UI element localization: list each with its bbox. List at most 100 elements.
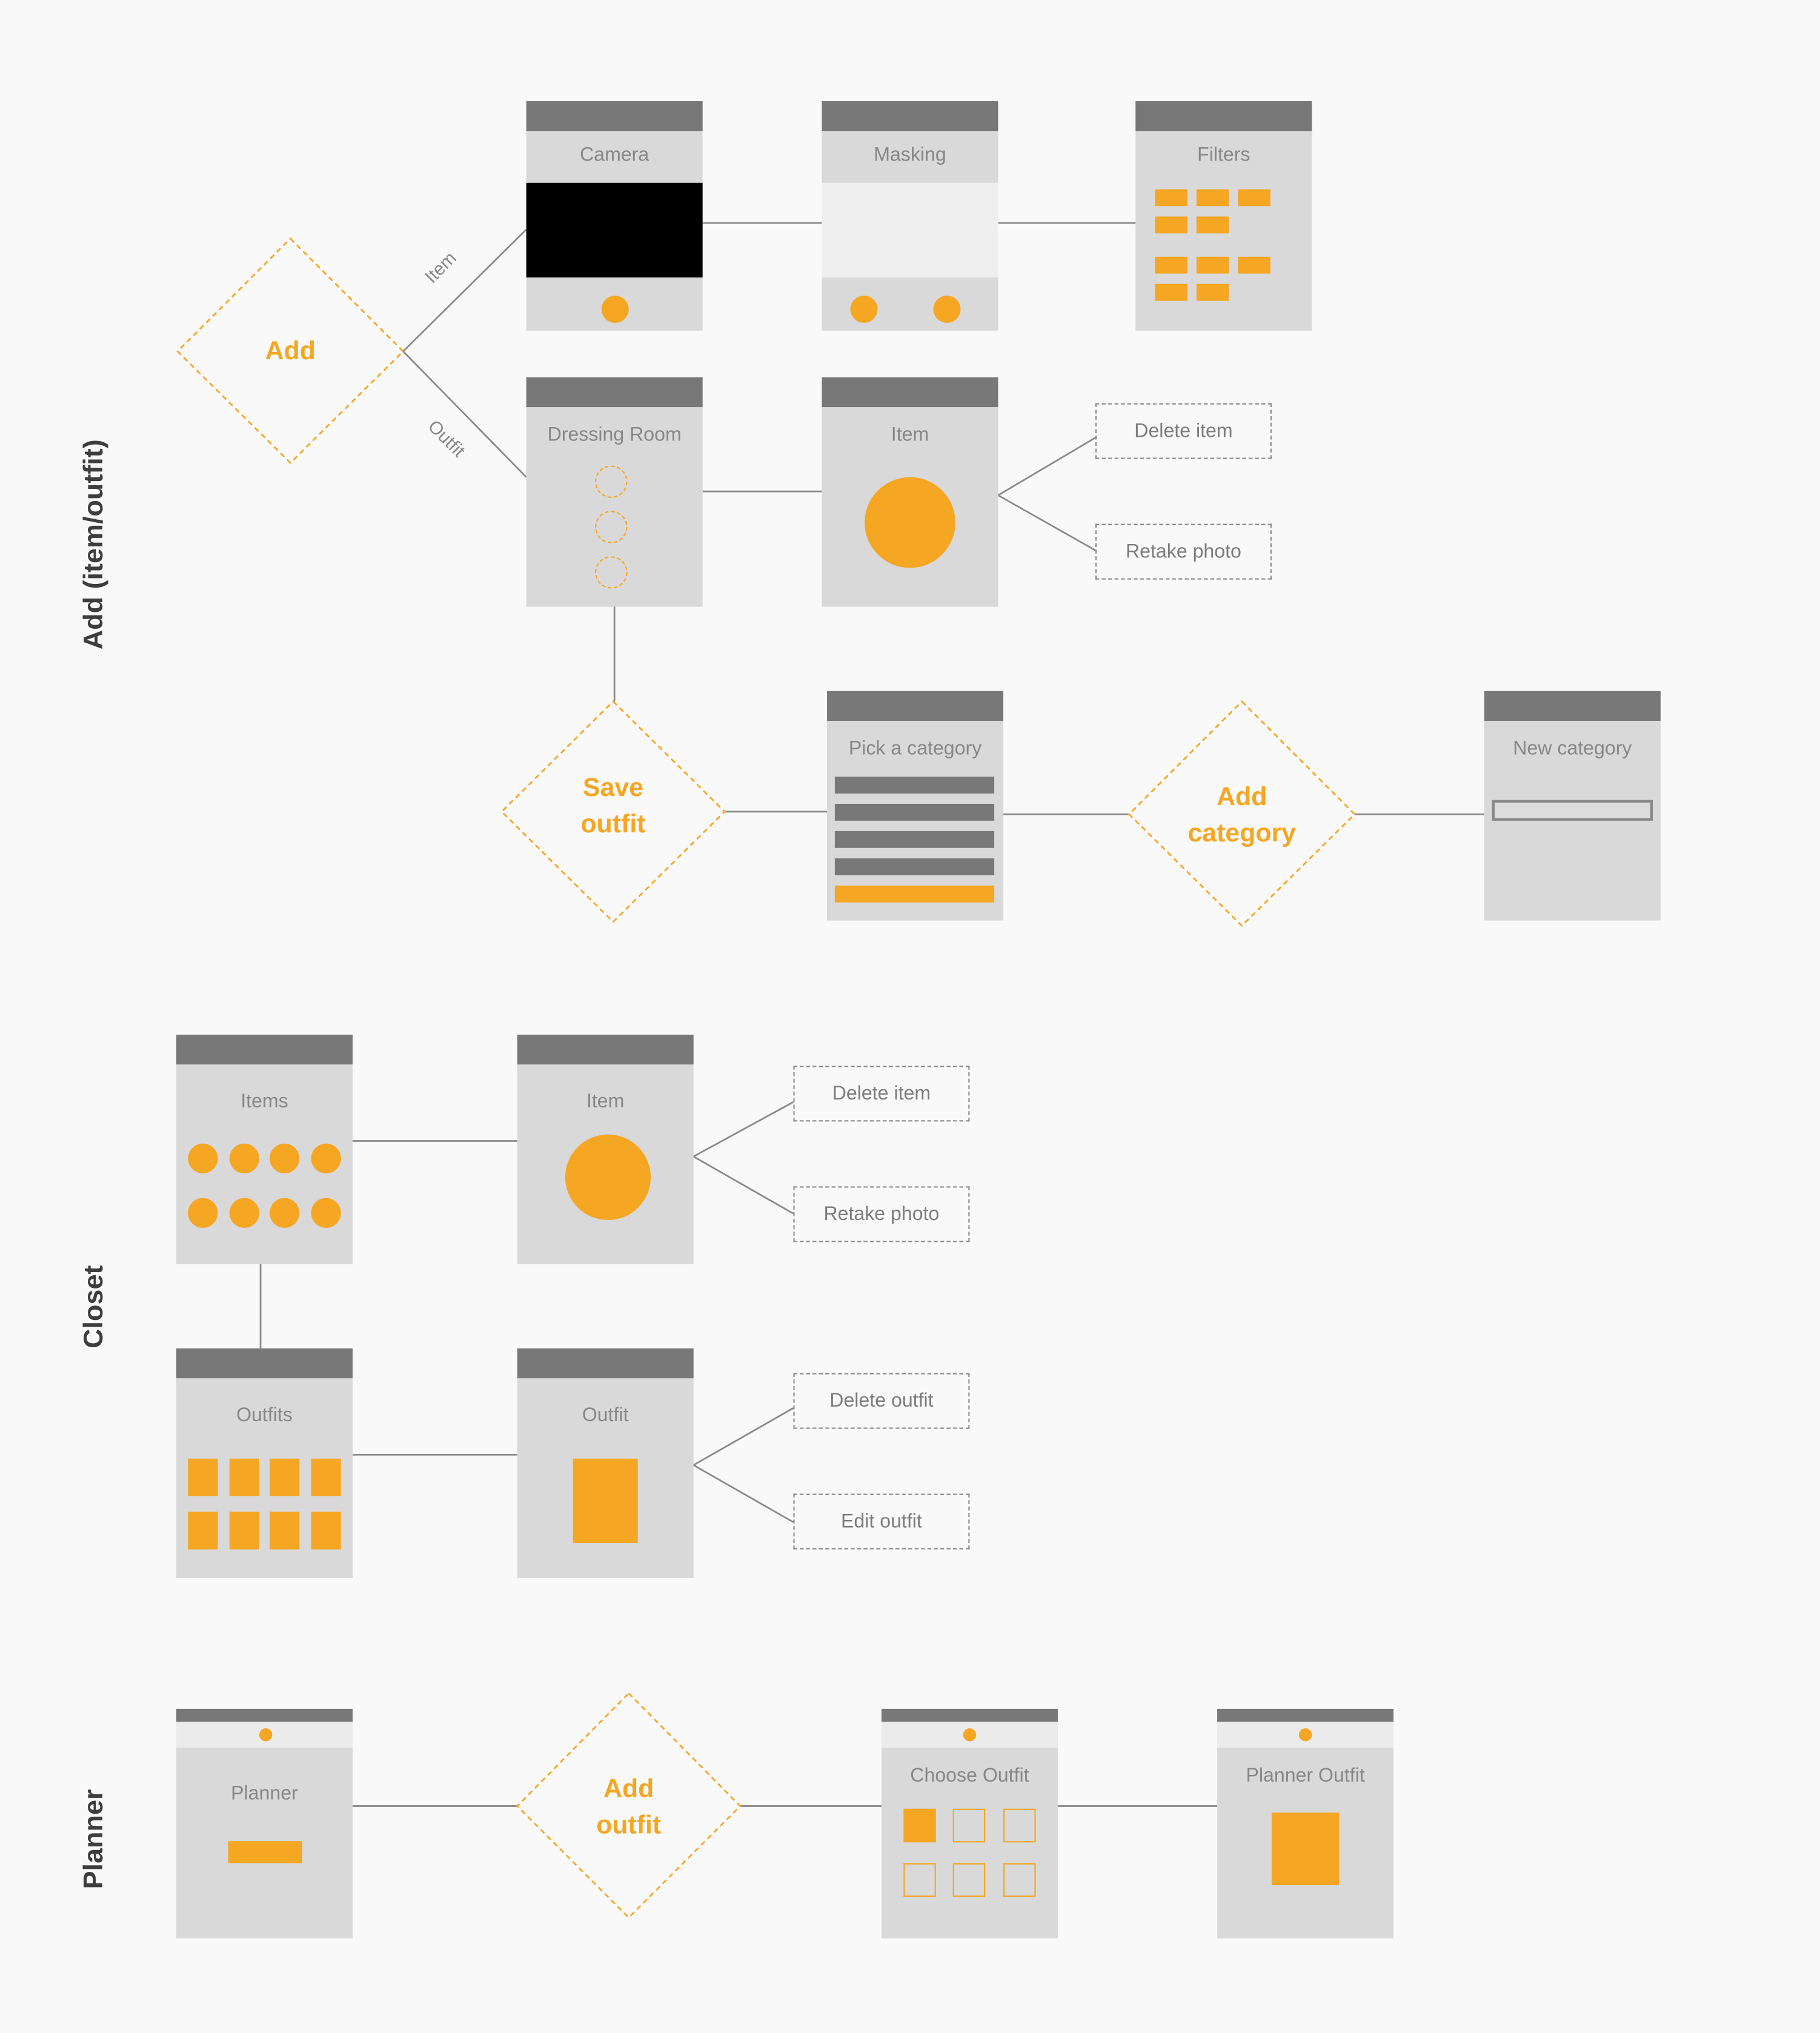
category-row[interactable] [834,777,995,794]
planned-outfit-bar[interactable] [228,1841,302,1863]
screen-title: Camera [580,144,649,166]
camera-viewfinder [526,182,703,278]
filter-option[interactable] [1155,189,1187,207]
screen-masking[interactable]: Masking [822,101,998,331]
outfit-thumbnail[interactable] [188,1511,218,1550]
outfit-thumbnail[interactable] [270,1458,300,1496]
item-image [565,1134,651,1221]
item-thumbnail[interactable] [229,1143,259,1173]
screen-planner[interactable]: Planner [176,1708,353,1938]
diamond-save-outfit[interactable]: Save outfit [580,774,646,839]
screen-camera[interactable]: Camera [526,101,703,331]
diamond-add[interactable]: Add [265,337,316,366]
category-row[interactable] [834,831,995,848]
outfit-option[interactable] [952,1863,986,1897]
empty-slot[interactable] [595,465,628,498]
delete-item-button[interactable]: Delete item [793,1066,970,1122]
screen-pick-category[interactable]: Pick a category [827,691,1004,921]
filter-option[interactable] [1196,216,1229,234]
screen-planner-outfit[interactable]: Planner Outfit [1217,1708,1394,1938]
category-row[interactable] [834,803,995,821]
diamond-add-category[interactable]: Add category [1187,783,1296,848]
category-row[interactable] [834,858,995,875]
filter-option[interactable] [1196,256,1229,274]
delete-item-button[interactable]: Delete item [1095,403,1272,459]
screen-title: Pick a category [848,737,982,760]
title-bar [176,1348,353,1379]
outfit-thumbnail[interactable] [229,1511,259,1550]
screen-dressing-room[interactable]: Dressing Room [526,377,703,607]
edge-add-to-camera [402,228,527,353]
screen-items[interactable]: Items [176,1034,353,1264]
empty-slot[interactable] [595,556,628,589]
outfit-image [573,1458,638,1543]
filter-option[interactable] [1196,284,1229,301]
screen-title: Choose Outfit [910,1764,1029,1787]
outfit-option[interactable] [1003,1863,1036,1897]
item-thumbnail[interactable] [270,1143,300,1173]
outfit-thumbnail[interactable] [311,1458,341,1496]
outfit-thumbnail[interactable] [311,1511,341,1550]
retake-photo-button[interactable]: Retake photo [1095,523,1272,580]
diamond-save-outfit-shape [500,700,726,923]
item-thumbnail[interactable] [311,1198,341,1228]
section-label-add: Add (item/outfit) [79,439,109,650]
filter-option[interactable] [1238,256,1270,274]
title-bar [526,101,703,131]
category-row-selected[interactable] [834,885,995,903]
screen-new-category[interactable]: New category [1484,691,1661,921]
filter-option[interactable] [1155,216,1187,234]
filter-option[interactable] [1238,189,1270,207]
empty-slot[interactable] [595,511,628,543]
item-thumbnail[interactable] [188,1143,218,1173]
outfit-option[interactable] [903,1863,936,1897]
header-indicator [259,1728,273,1742]
item-thumbnail[interactable] [270,1198,300,1228]
masking-canvas[interactable] [822,182,998,278]
screen-title: Planner Outfit [1246,1764,1365,1787]
edge-add-to-dressing-room [402,351,527,478]
retake-photo-button[interactable]: Retake photo [793,1186,970,1242]
screen-item-add[interactable]: Item [822,377,998,607]
screen-title: Outfits [236,1404,293,1427]
diamond-add-outfit[interactable]: Add outfit [596,1775,662,1840]
edit-outfit-button[interactable]: Edit outfit [793,1493,970,1550]
screen-outfits[interactable]: Outfits [176,1348,353,1578]
diamond-add-outfit-shape [516,1692,742,1919]
item-thumbnail[interactable] [311,1143,341,1173]
screen-filters[interactable]: Filters [1135,101,1312,331]
outfit-option-selected[interactable] [903,1808,936,1843]
item-thumbnail[interactable] [188,1198,218,1228]
title-bar [822,377,998,408]
item-thumbnail[interactable] [229,1198,259,1228]
outfit-option[interactable] [1003,1808,1036,1843]
title-bar [517,1348,694,1379]
outfit-thumbnail[interactable] [188,1458,218,1496]
planned-outfit-image [1271,1812,1340,1885]
screen-title: Items [241,1090,288,1113]
screen-title: Filters [1197,144,1250,166]
filter-option[interactable] [1155,284,1187,301]
edge-item-to-retake-closet [692,1155,794,1215]
filter-option[interactable] [1155,256,1187,274]
header-indicator [1298,1728,1312,1742]
title-bar [827,691,1004,721]
filter-option[interactable] [1196,189,1229,207]
title-bar [1135,101,1312,131]
screen-title: Outfit [582,1404,629,1427]
screen-title: Masking [874,144,946,166]
category-name-input[interactable] [1492,800,1653,821]
title-bar [176,1708,353,1722]
outfit-option[interactable] [952,1808,986,1843]
screen-item-closet[interactable]: Item [517,1034,694,1264]
masking-button-right[interactable] [933,295,961,323]
outfit-thumbnail[interactable] [229,1458,259,1496]
masking-button-left[interactable] [850,295,878,323]
shutter-button[interactable] [601,295,629,323]
screen-choose-outfit[interactable]: Choose Outfit [881,1708,1058,1938]
outfit-thumbnail[interactable] [270,1511,300,1550]
edge-item-to-delete [997,436,1097,496]
delete-outfit-button[interactable]: Delete outfit [793,1373,970,1429]
screen-outfit[interactable]: Outfit [517,1348,694,1578]
